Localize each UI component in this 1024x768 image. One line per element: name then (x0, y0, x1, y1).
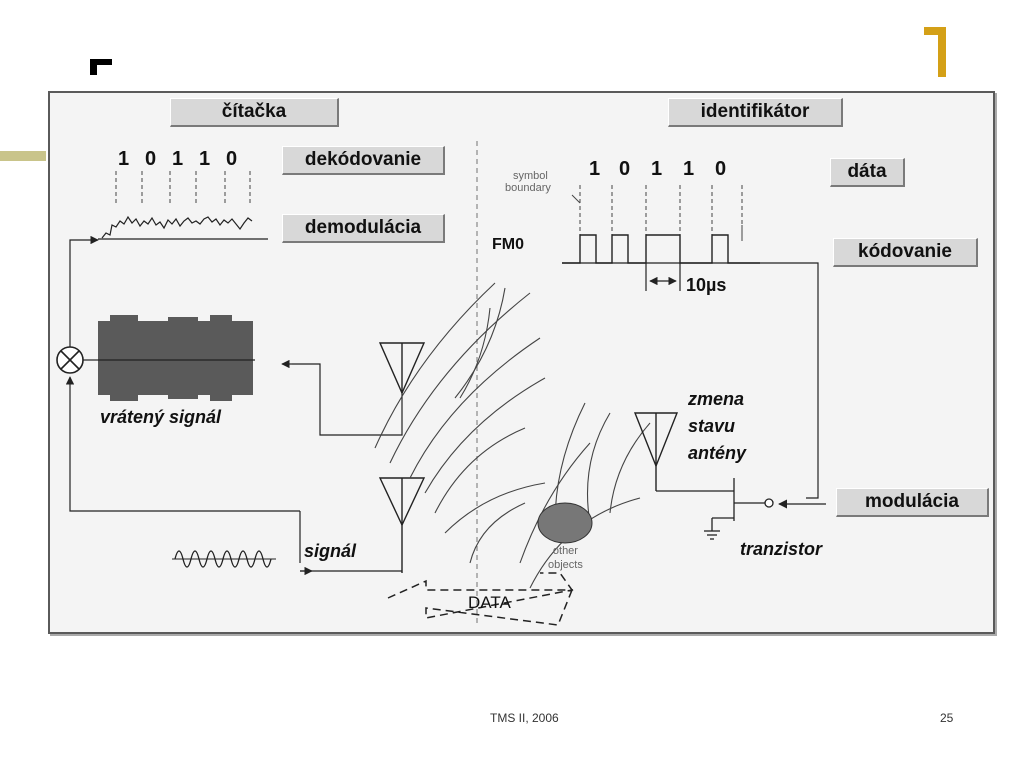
label-data: dáta (830, 158, 905, 187)
olive-accent-bar (0, 151, 46, 161)
corner-bracket-top-left (90, 59, 112, 75)
data-arrow-label: DATA (468, 593, 511, 612)
returned-signal-label: vrátený signál (100, 407, 222, 427)
footer-text: TMS II, 2006 (490, 711, 559, 725)
reader-title: čítačka (170, 98, 339, 127)
symbol-boundary-pointer (571, 194, 581, 204)
antenna-state-line3: antény (688, 443, 747, 463)
fm0-label: FM0 (492, 236, 524, 253)
reader-bit: 1 (172, 148, 184, 170)
tag-bit: 1 (589, 158, 601, 180)
label-decoding: dekódovanie (282, 146, 445, 175)
signal-label: signál (304, 541, 357, 561)
tag-title: identifikátor (668, 98, 843, 127)
rx-antenna (378, 342, 426, 395)
tag-bit: 0 (619, 158, 631, 180)
rx-antenna-feed (292, 363, 403, 436)
duration-dimension (645, 263, 681, 291)
duration-label: 10µs (686, 275, 727, 295)
radio-waves (374, 282, 651, 589)
transistor-symbol (704, 478, 774, 540)
reader-bit: 0 (145, 148, 157, 170)
symbol-boundary-line2: boundary (505, 182, 551, 194)
tag-antenna (633, 412, 679, 491)
antenna-state-label: zmena stavu antény (688, 386, 746, 467)
label-demodulation: demodulácia (282, 214, 445, 243)
label-encoding: kódovanie (833, 238, 978, 267)
symbol-boundary-line1: symbol (513, 170, 548, 182)
fm0-waveform (562, 234, 760, 264)
tag-bit: 1 (651, 158, 663, 180)
label-modulation: modulácia (836, 488, 989, 517)
other-objects-line2: objects (548, 559, 583, 571)
tag-bit: 1 (683, 158, 695, 180)
other-objects-line1: other (552, 545, 578, 557)
other-objects-blob (537, 502, 593, 544)
other-objects-label: other objects (548, 544, 583, 572)
oscillator-loop-line (65, 376, 300, 512)
symbol-boundary-label: symbol boundary (505, 170, 551, 194)
page-number: 25 (940, 711, 954, 725)
reader-bit-markers (115, 171, 251, 205)
demodulated-waveform (101, 215, 253, 239)
mixer-symbol (56, 346, 84, 374)
reader-bit: 1 (118, 148, 130, 170)
antenna-state-line2: stavu (688, 416, 736, 436)
tag-bit: 0 (715, 158, 727, 180)
data-arrow-outline (387, 572, 574, 626)
reader-bit: 1 (199, 148, 211, 170)
returned-signal-block (98, 315, 255, 401)
tag-bit-markers (579, 185, 743, 241)
reader-bit: 0 (226, 148, 238, 170)
corner-bracket-top-right (924, 27, 946, 77)
rfid-diagram: 1 0 1 1 0 1 0 1 1 0 čítačka identifikáto… (48, 91, 995, 634)
transistor-label: tranzistor (740, 539, 823, 559)
demod-feedback-line (69, 235, 99, 348)
encoding-feedback-line (760, 262, 819, 499)
antenna-state-line1: zmena (688, 389, 745, 409)
tx-antenna (378, 477, 426, 573)
